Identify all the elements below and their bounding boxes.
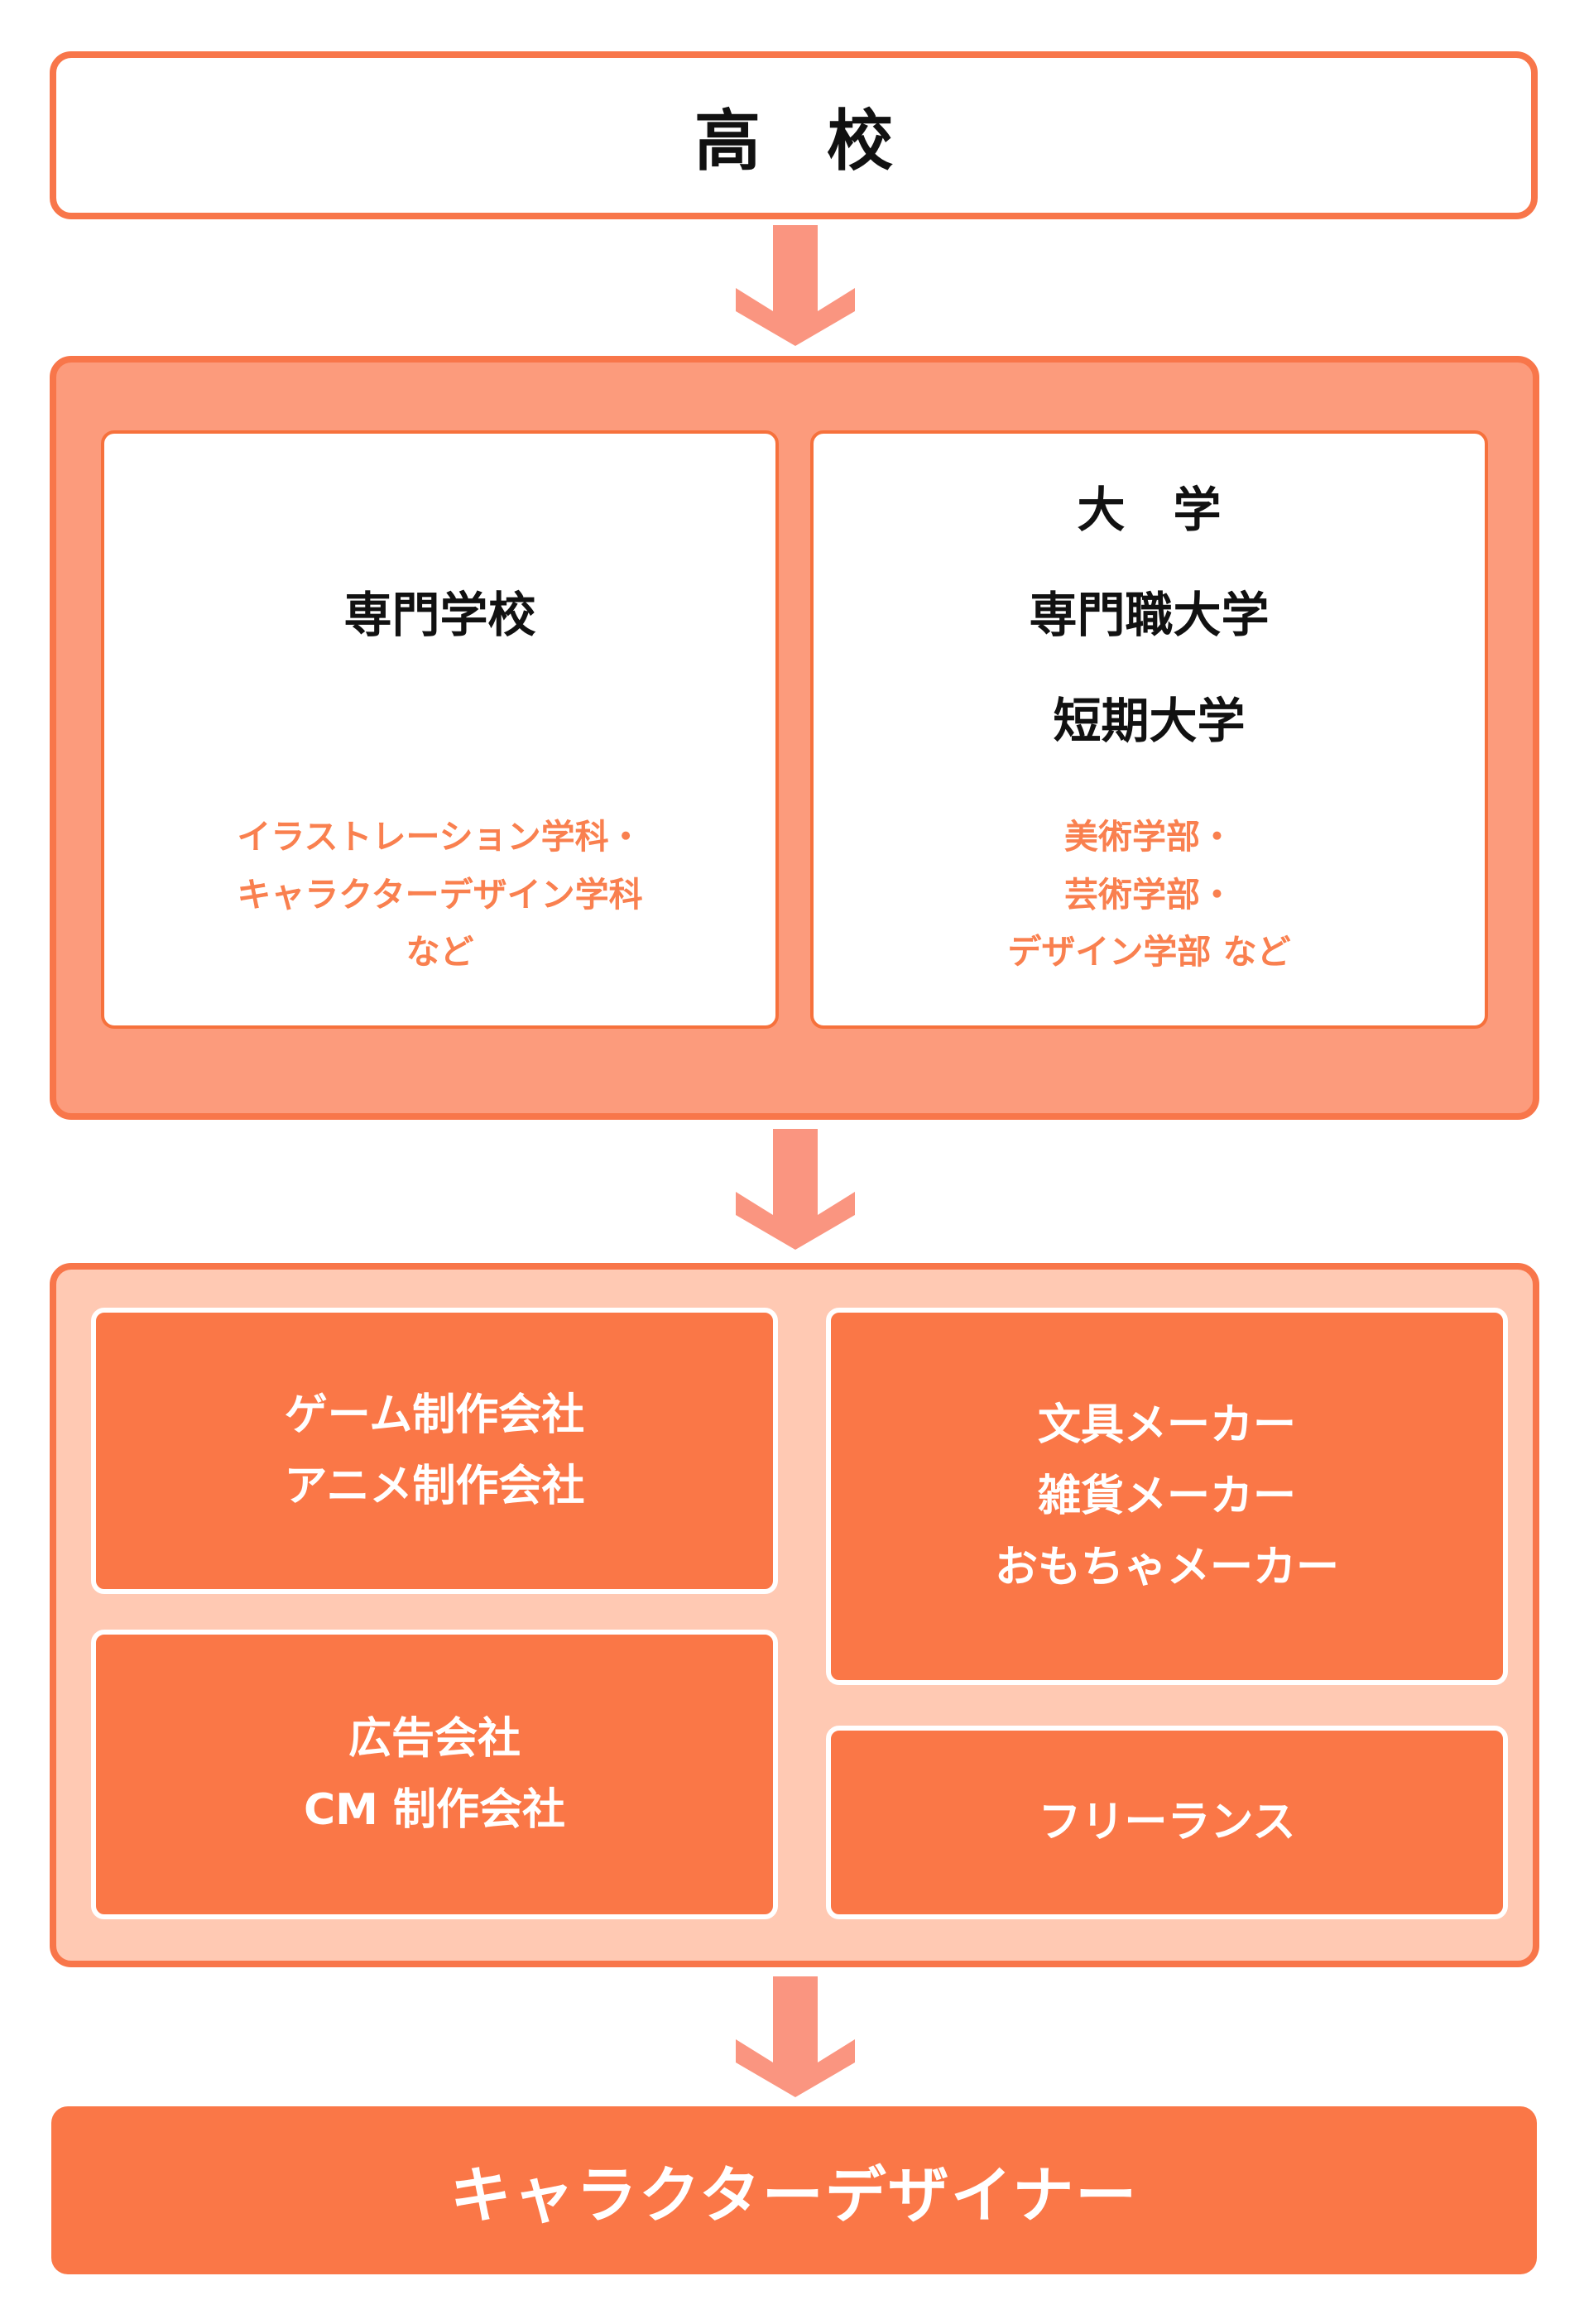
game-anime-company-label: ゲーム制作会社 アニメ制作会社 — [284, 1390, 585, 1511]
down-arrow-icon — [736, 225, 855, 346]
ad-cm-company-label: 広告会社 CM 制作会社 — [303, 1713, 565, 1835]
vocational-school-title: 専門学校 — [343, 587, 536, 644]
university-departments: 美術学部・ 芸術学部・ デザイン学部 など — [1007, 816, 1291, 972]
education-container: 専門学校 イラストレーション学科・ キャラクターデザイン学科 など 大 学 専門… — [50, 356, 1539, 1120]
character-designer-box: キャラクターデザイナー — [51, 2106, 1537, 2274]
vocational-school-box: 専門学校 イラストレーション学科・ キャラクターデザイン学科 など — [101, 430, 779, 1029]
freelance-label: フリーランス — [1038, 1797, 1296, 1847]
down-arrow-icon — [736, 1976, 855, 2097]
university-box: 大 学 専門職大学 短期大学 美術学部・ 芸術学部・ デザイン学部 など — [810, 430, 1488, 1029]
game-anime-company-box: ゲーム制作会社 アニメ制作会社 — [91, 1308, 778, 1594]
university-title: 大 学 専門職大学 短期大学 — [1029, 481, 1270, 749]
vocational-school-departments: イラストレーション学科・ キャラクターデザイン学科 など — [237, 816, 643, 972]
ad-cm-company-box: 広告会社 CM 制作会社 — [91, 1630, 778, 1919]
manufacturer-label: 文具メーカー 雑貨メーカー おもちゃメーカー — [994, 1400, 1339, 1593]
down-arrow-icon — [736, 1129, 855, 1250]
character-designer-label: キャラクターデザイナー — [449, 2160, 1139, 2231]
manufacturer-box: 文具メーカー 雑貨メーカー おもちゃメーカー — [826, 1308, 1508, 1685]
employers-container: ゲーム制作会社 アニメ制作会社 文具メーカー 雑貨メーカー おもちゃメーカー 広… — [50, 1263, 1539, 1967]
highschool-label: 高 校 — [694, 102, 893, 180]
highschool-box: 高 校 — [50, 51, 1538, 219]
freelance-box: フリーランス — [826, 1726, 1508, 1919]
